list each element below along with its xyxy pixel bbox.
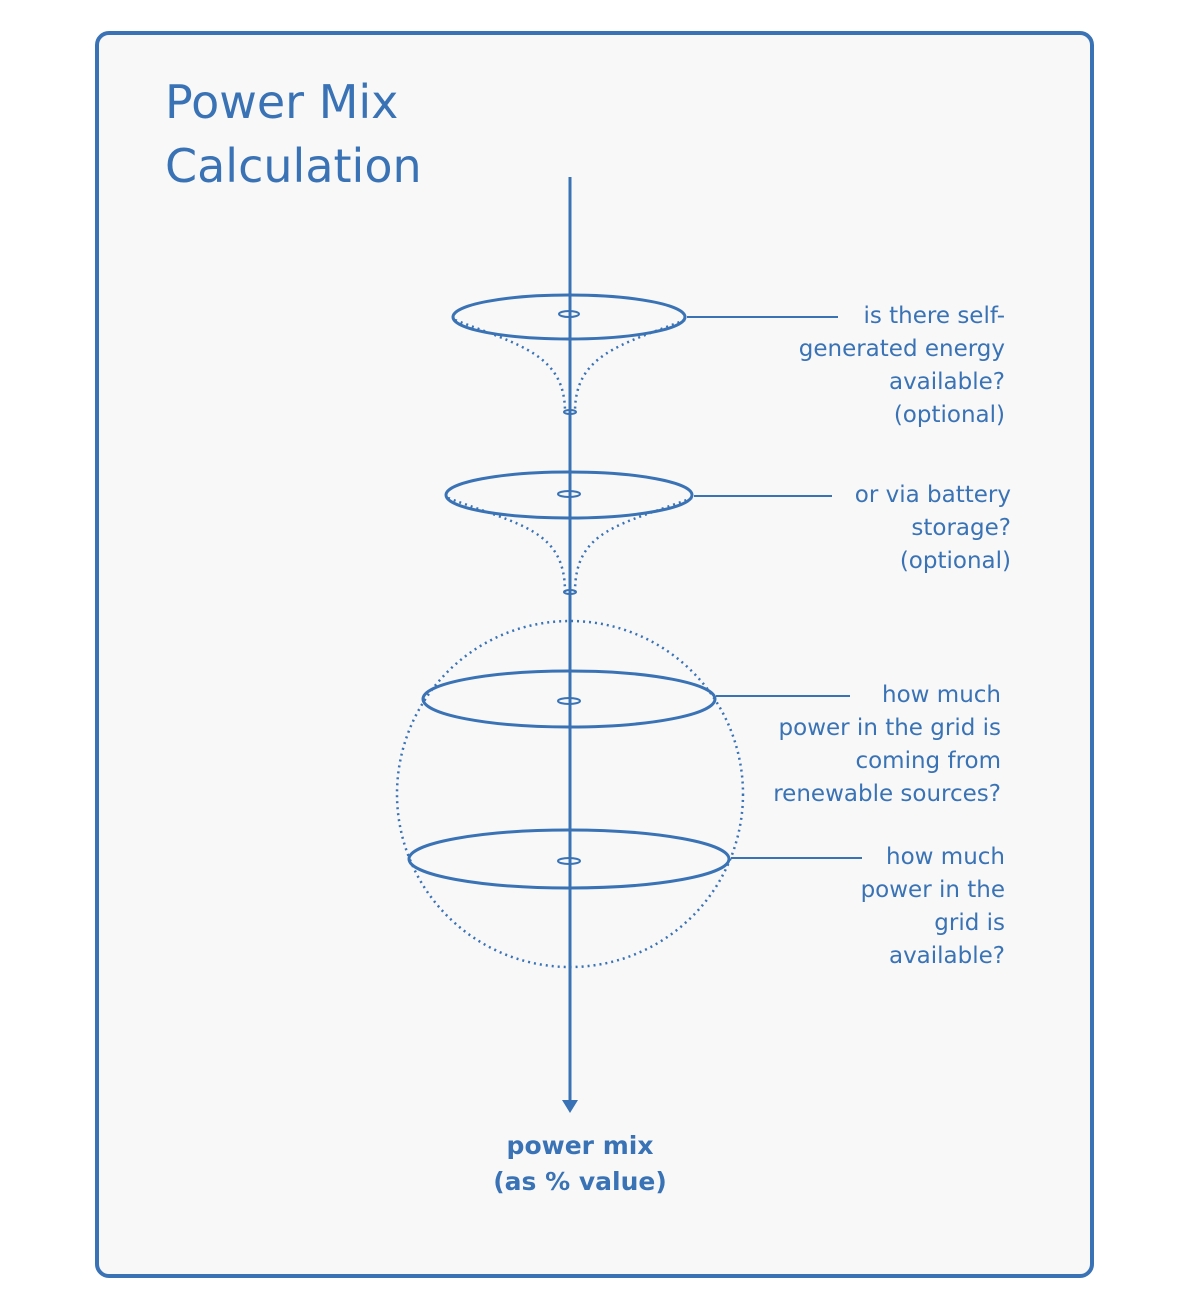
title-line-2: Calculation xyxy=(165,139,422,193)
output-line-2: (as % value) xyxy=(493,1167,667,1196)
disc-self-generated xyxy=(451,293,687,341)
funnel-2-surface xyxy=(447,496,693,593)
label-line: storage? xyxy=(911,515,1011,541)
label-battery: or via battery storage? (optional) xyxy=(855,479,1011,578)
label-line: grid is xyxy=(934,910,1005,936)
title-line-1: Power Mix xyxy=(165,75,399,129)
flow-arrowhead xyxy=(562,1100,578,1113)
disc-renewable xyxy=(421,669,717,729)
hole-1-bottom xyxy=(563,409,577,415)
label-line: available? xyxy=(888,943,1005,969)
label-renewable: how much power in the grid is coming fro… xyxy=(773,679,1001,811)
disc-battery xyxy=(444,470,694,520)
label-line: how much xyxy=(886,844,1005,870)
label-line: how much xyxy=(882,682,1001,708)
label-line: coming from xyxy=(855,748,1001,774)
disc-grid-available xyxy=(407,828,731,890)
label-line: (optional) xyxy=(893,402,1005,428)
label-line: available? xyxy=(888,369,1005,395)
hole-2-bottom xyxy=(563,589,577,595)
output-line-1: power mix xyxy=(506,1131,654,1160)
label-line: (optional) xyxy=(899,548,1011,574)
label-line: renewable sources? xyxy=(773,781,1001,807)
label-line: is there self- xyxy=(863,303,1005,329)
label-line: generated energy xyxy=(798,336,1005,362)
label-line: power in the xyxy=(860,877,1005,903)
label-line: or via battery xyxy=(854,482,1011,508)
hole-4 xyxy=(557,857,581,865)
diagram-card xyxy=(95,31,1094,1278)
label-line: power in the grid is xyxy=(778,715,1001,741)
output-label: power mix (as % value) xyxy=(440,1128,720,1200)
label-self-generated: is there self- generated energy availabl… xyxy=(799,300,1005,432)
hole-3 xyxy=(557,697,581,705)
hole-1-top xyxy=(558,310,580,318)
label-grid-available: how much power in the grid is available? xyxy=(861,841,1005,973)
hole-2-top xyxy=(557,490,581,498)
diagram-title: Power Mix Calculation xyxy=(165,70,422,198)
